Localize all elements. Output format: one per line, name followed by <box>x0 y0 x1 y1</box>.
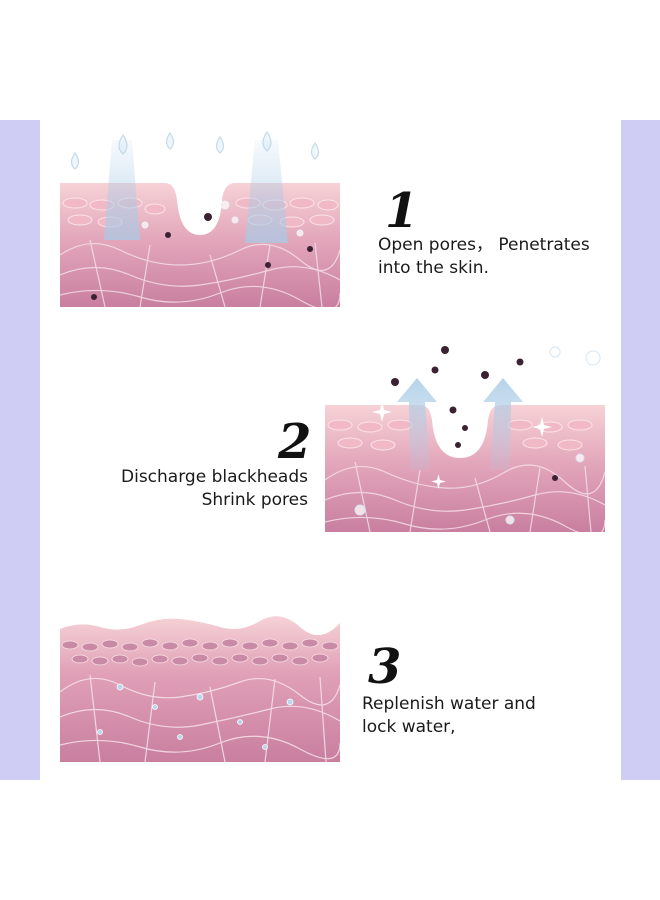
sparkle-icon <box>372 402 552 489</box>
step-2-illustration <box>325 340 605 532</box>
up-arrow-icon <box>397 378 523 470</box>
left-side-bar <box>0 120 40 780</box>
blackhead-icon <box>91 213 313 300</box>
step-3-number: 3 <box>368 639 402 695</box>
step-1-line-2: into the skin. <box>378 258 489 278</box>
step-2-line-2: Shrink pores <box>201 490 308 510</box>
water-beam <box>104 140 140 240</box>
step-3-caption: Replenish water and lock water, <box>362 693 536 739</box>
step-1-number: 1 <box>385 183 419 239</box>
step-3-line-2: lock water, <box>362 717 456 737</box>
step-2-line-1: Discharge blackheads <box>121 467 308 487</box>
step-1-illustration <box>60 125 340 307</box>
blackhead-icon <box>391 346 558 481</box>
water-drop-icon <box>70 130 320 170</box>
step-1-line-1: Open pores， Penetrates <box>378 235 590 255</box>
step-3-illustration <box>60 597 340 762</box>
water-beam <box>245 140 288 243</box>
step-2-number: 2 <box>278 414 312 470</box>
right-side-bar <box>621 120 660 780</box>
step-3-line-1: Replenish water and <box>362 694 536 714</box>
step-2-caption: Discharge blackheads Shrink pores <box>108 466 308 512</box>
step-1-caption: Open pores， Penetrates into the skin. <box>378 234 590 280</box>
